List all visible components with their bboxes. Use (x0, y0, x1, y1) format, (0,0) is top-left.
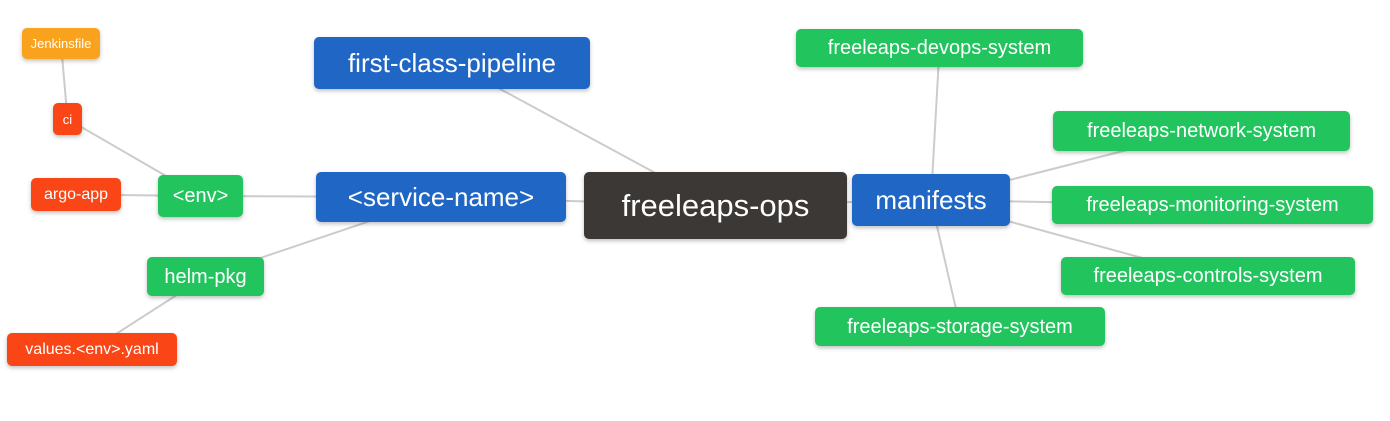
node-monitoring-system[interactable]: freeleaps-monitoring-system (1052, 186, 1373, 224)
node-helm-pkg[interactable]: helm-pkg (147, 257, 264, 296)
node-argo-app[interactable]: argo-app (31, 178, 121, 211)
node-controls-system[interactable]: freeleaps-controls-system (1061, 257, 1355, 295)
node-service-name[interactable]: <service-name> (316, 172, 566, 222)
node-manifests[interactable]: manifests (852, 174, 1010, 226)
node-storage-system[interactable]: freeleaps-storage-system (815, 307, 1105, 346)
node-env[interactable]: <env> (158, 175, 243, 217)
node-jenkinsfile[interactable]: Jenkinsfile (22, 28, 100, 59)
node-ci[interactable]: ci (53, 103, 82, 135)
node-values-env-yaml[interactable]: values.<env>.yaml (7, 333, 177, 366)
node-devops-system[interactable]: freeleaps-devops-system (796, 29, 1083, 67)
node-network-system[interactable]: freeleaps-network-system (1053, 111, 1350, 151)
node-first-class-pipeline[interactable]: first-class-pipeline (314, 37, 590, 89)
node-freeleaps-ops[interactable]: freeleaps-ops (584, 172, 847, 239)
